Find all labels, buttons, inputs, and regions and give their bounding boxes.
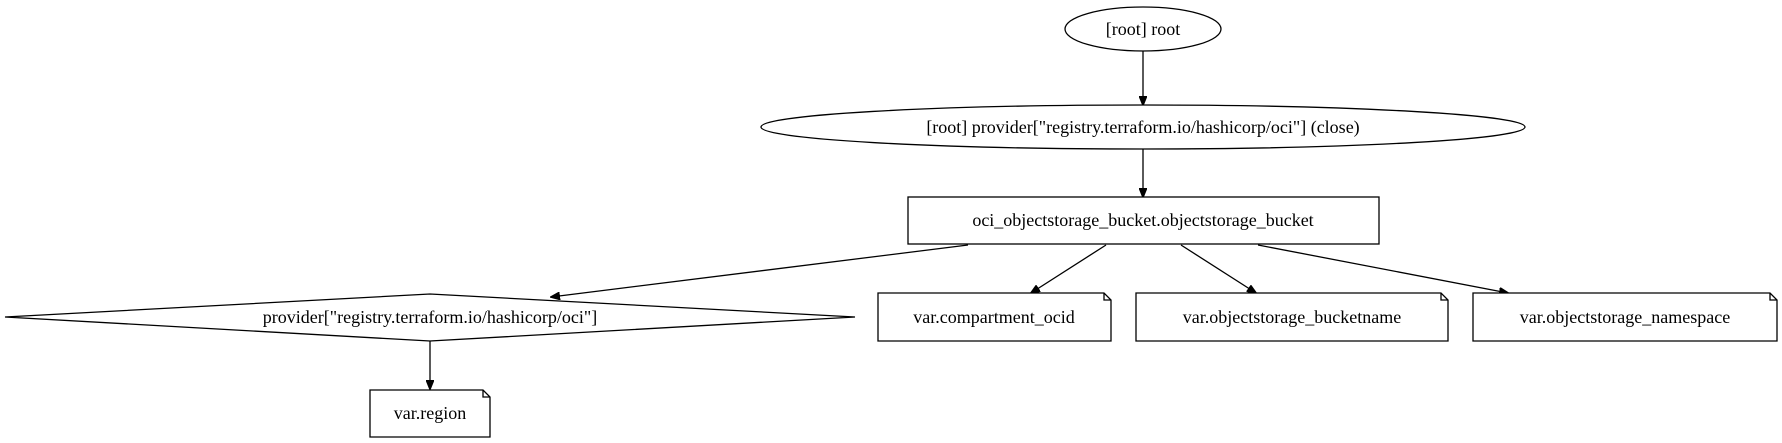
note-shape [1472,292,1778,342]
edges [430,50,1508,389]
ellipse-shape [760,104,1526,150]
node-var-bucketname-label: var.objectstorage_bucketname [1183,307,1401,327]
note-fold [1103,293,1111,301]
node-provider-close-label: [root] provider["registry.terraform.io/h… [926,117,1359,138]
ellipse-shape [1064,6,1222,52]
node-var-namespace-label: var.objectstorage_namespace [1520,307,1730,327]
diamond-shape [4,293,856,342]
edge-bucket-to-var-bucketname [1180,244,1256,293]
edge-bucket-to-var-compartment [1031,244,1107,293]
box-shape [907,196,1380,245]
note-fold [1769,293,1777,301]
note-shape [369,389,491,438]
note-fold [482,390,490,398]
node-bucket[interactable]: oci_objectstorage_bucket.objectstorage_b… [907,196,1380,245]
node-var-namespace[interactable]: var.objectstorage_namespace [1472,292,1778,342]
node-root[interactable]: [root] root [1064,6,1222,52]
note-shape [877,292,1112,342]
edge-bucket-to-provider [551,244,969,297]
node-var-region-label: var.region [394,403,466,423]
node-bucket-label: oci_objectstorage_bucket.objectstorage_b… [972,210,1313,230]
edge-bucket-to-var-namespace [1257,244,1508,293]
note-shape [1135,292,1449,342]
node-provider[interactable]: provider["registry.terraform.io/hashicor… [4,293,856,342]
node-root-label: [root] root [1106,19,1180,39]
note-fold [1440,293,1448,301]
node-provider-label: provider["registry.terraform.io/hashicor… [263,307,597,327]
node-var-bucketname[interactable]: var.objectstorage_bucketname [1135,292,1449,342]
node-var-compartment-label: var.compartment_ocid [913,307,1074,327]
node-var-region[interactable]: var.region [369,389,491,438]
node-var-compartment[interactable]: var.compartment_ocid [877,292,1112,342]
node-provider-close[interactable]: [root] provider["registry.terraform.io/h… [760,104,1526,150]
